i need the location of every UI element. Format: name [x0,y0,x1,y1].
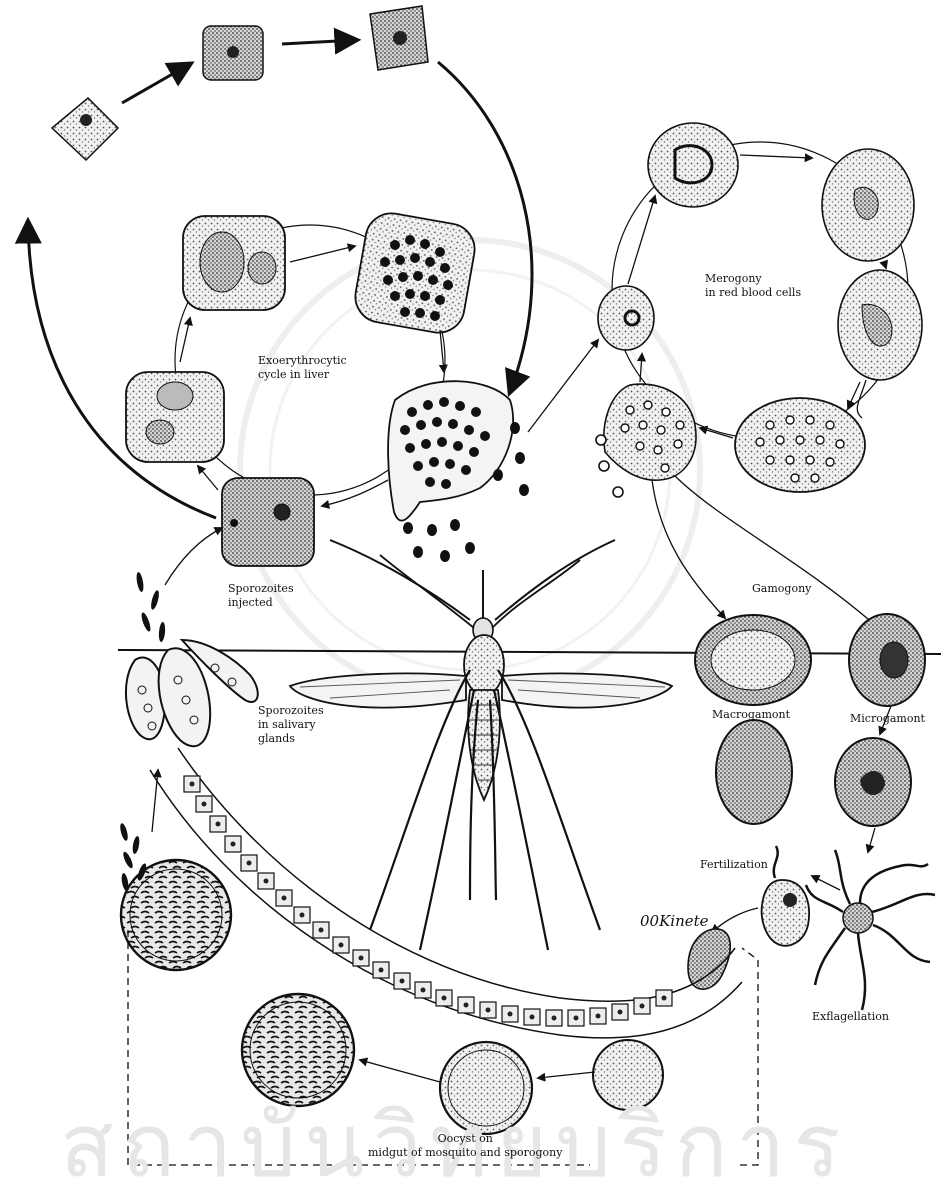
microgamont-cell [849,614,925,706]
label-ookinete: 00Kinete [640,912,709,930]
arrow-small-2-3 [282,40,356,44]
mosquito-illustration [290,540,672,950]
label-exflagellation: Exflagellation [812,1010,889,1024]
label-merogony: Merogony in red blood cells [705,272,801,300]
arrow-small-1-2 [122,64,190,103]
rbc-young-ring [598,286,654,350]
liver-cell-ruptured [388,381,513,520]
rbc-early-schizont [838,270,922,380]
liver-cell-two-nuclei [183,216,285,310]
exflagellating-microgamont [806,850,935,1010]
oocyst-rupturing [121,860,231,970]
liver-cell-small-2 [203,26,263,80]
liver-cell-full-schizont [351,209,478,336]
liver-cell-small-3 [370,6,428,70]
sporozoites-escaping [135,572,166,643]
label-oocyst: Oocyst on midgut of mosquito and sporogo… [368,1132,562,1160]
watermark-text: สถาบันวิทยบริการ [60,1075,849,1183]
ookinete-cell [688,929,730,989]
label-macrogamont: Macrogamont [712,708,790,722]
rbc-ring-stage [648,123,738,207]
label-exoerythrocytic: Exoerythrocytic cycle in liver [258,354,347,382]
label-gamogony: Gamogony [752,582,811,596]
label-sporozoites-glands: Sporozoites in salivary glands [258,704,324,745]
liver-cell-infected [222,478,314,566]
label-fertilization: Fertilization [700,858,768,872]
liver-cell-left [126,372,224,462]
midgut-wall [150,748,742,1038]
macrogamont-cell [695,615,811,705]
rbc-segmenter [735,398,865,492]
macrogamete-cell [716,720,792,824]
rbc-trophozoite [822,149,914,261]
microgamete-cell [835,738,911,826]
host-divider-line [118,650,941,654]
liver-cell-small-1 [52,98,118,160]
label-sporozoites-injected: Sporozoites injected [228,582,294,610]
rbc-bursting [596,384,696,497]
fertilization-zygote [762,846,810,946]
label-microgamont: Microgamont [850,712,925,726]
salivary-glands [126,640,258,746]
